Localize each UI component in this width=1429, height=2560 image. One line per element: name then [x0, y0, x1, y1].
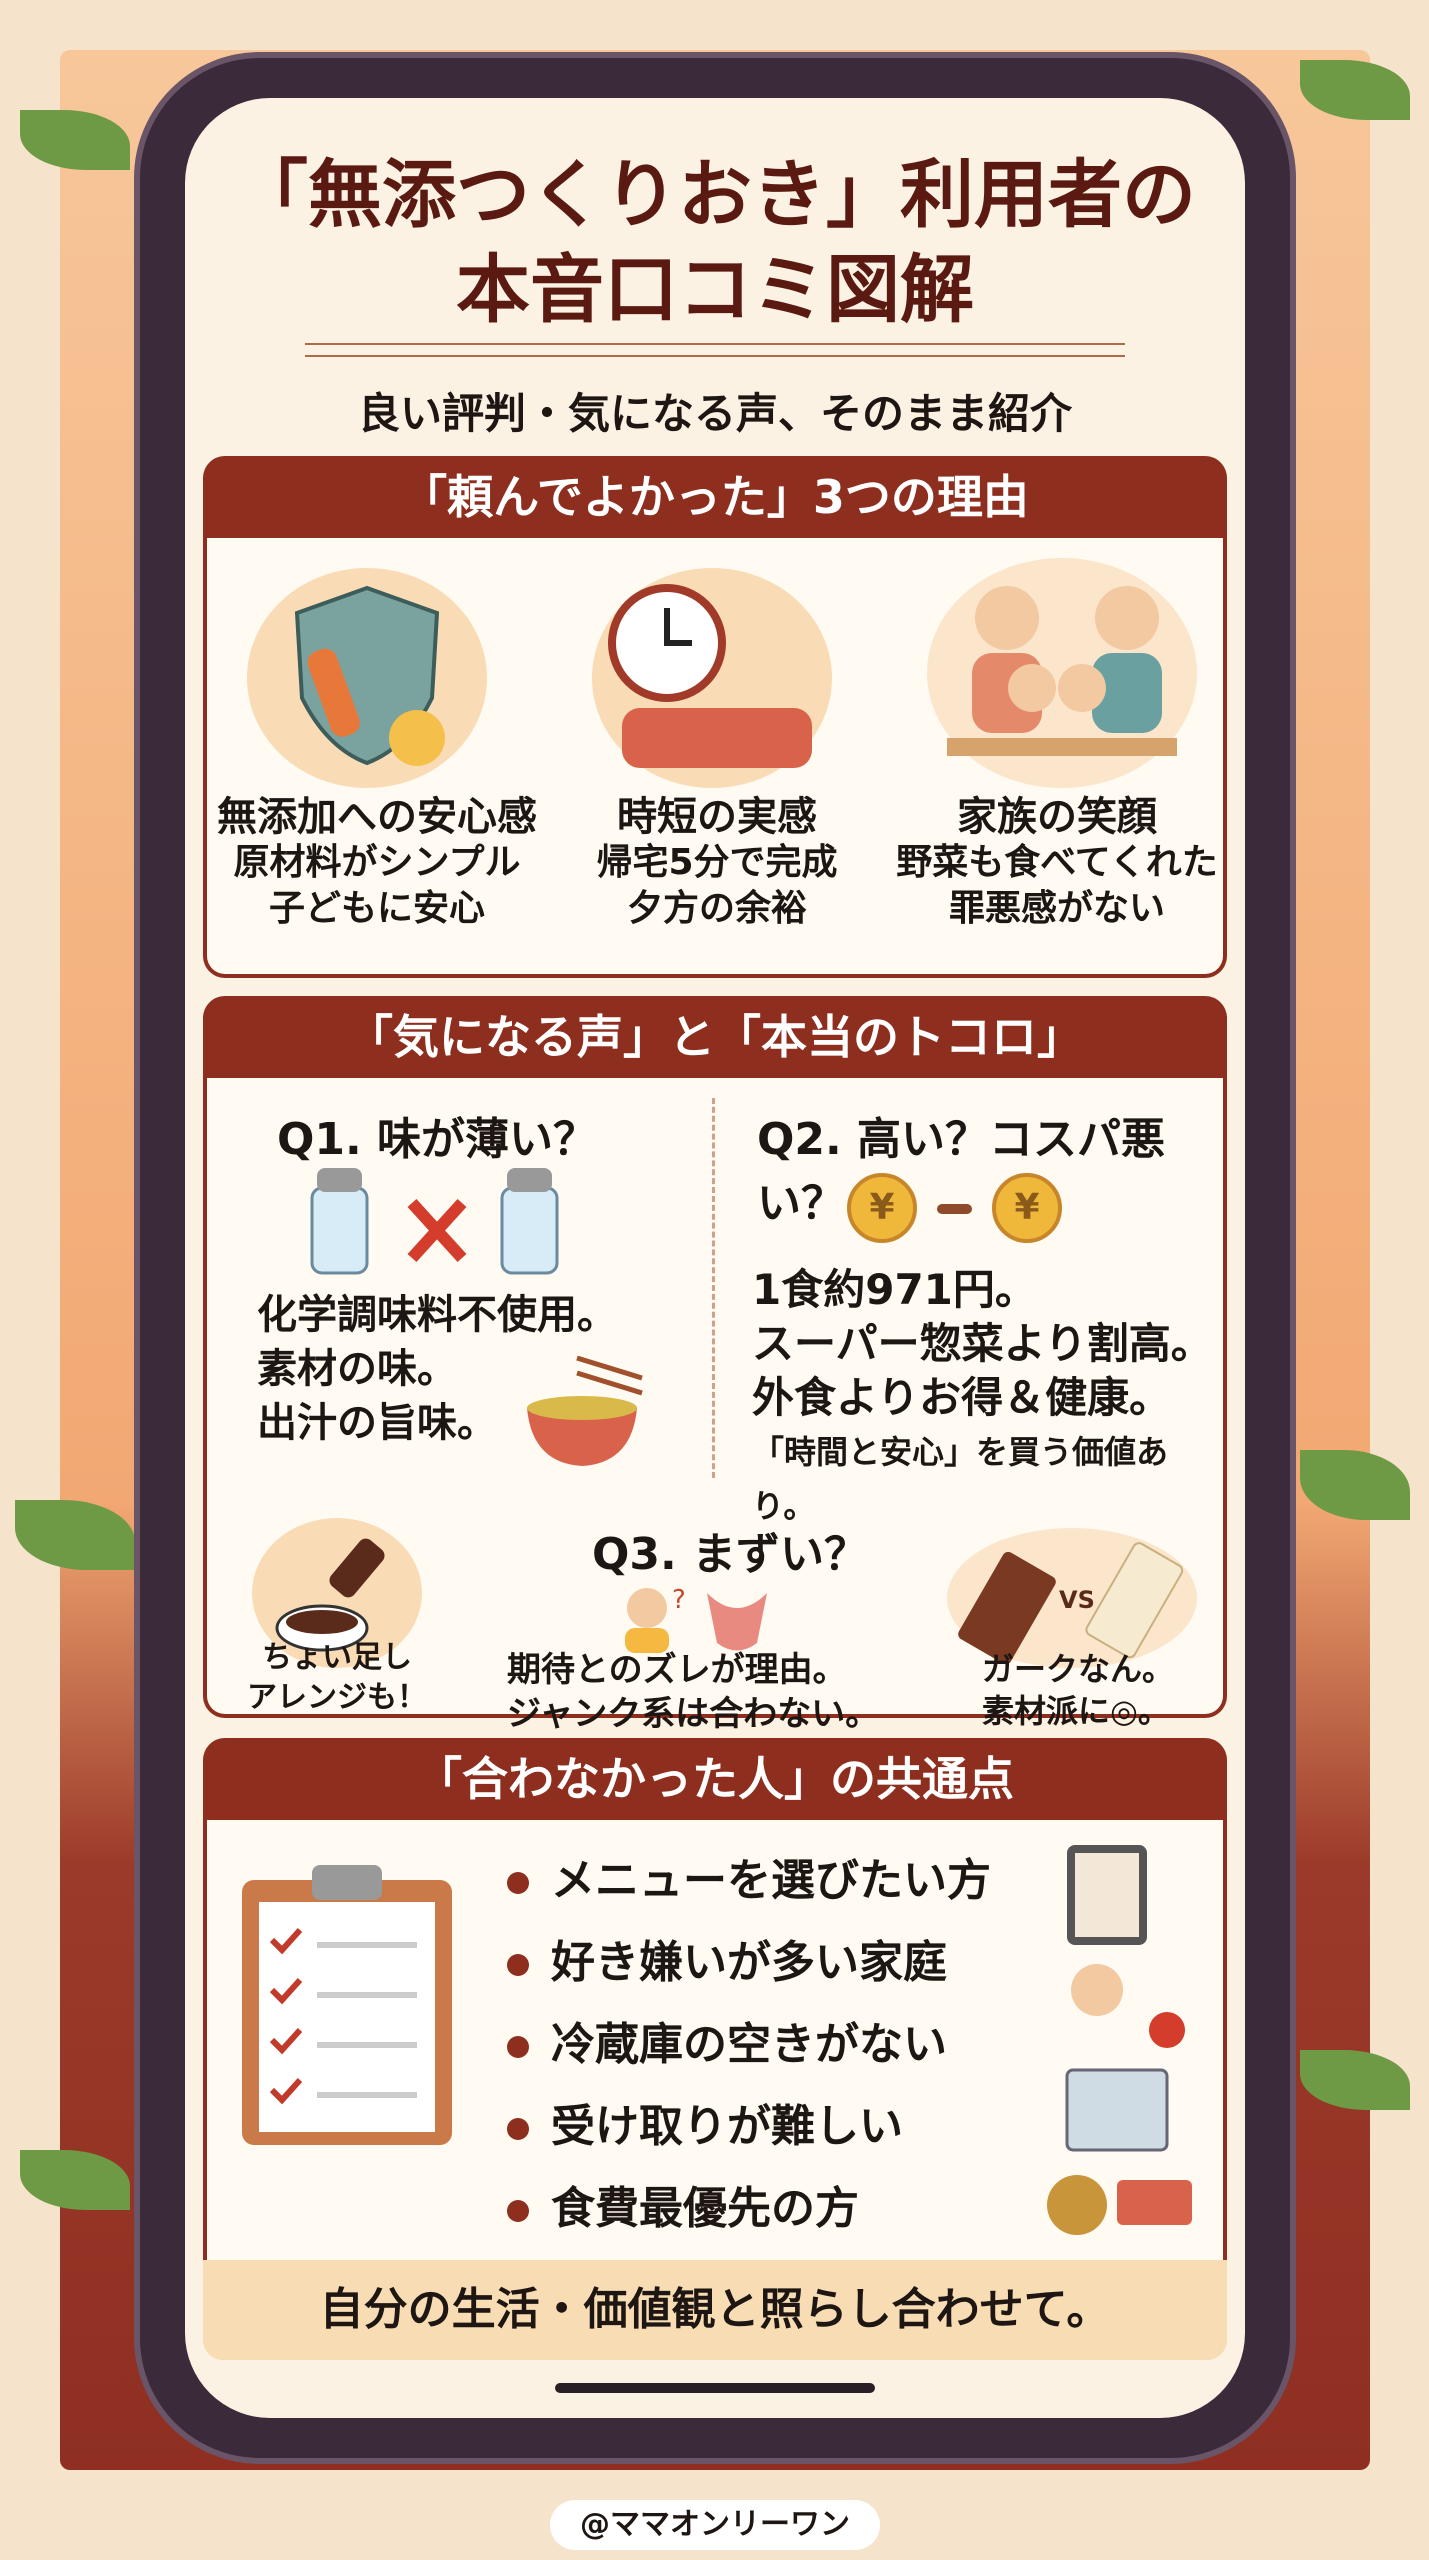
list-item: 冷蔵庫の空きがない: [507, 2004, 947, 2086]
page-title-line1: 「無添つくりおき」利用者の: [234, 152, 1196, 238]
sauce-pour-icon: [252, 1518, 422, 1668]
svg-text:?: ?: [672, 1585, 686, 1615]
q2-answer-line: 1食約971円。: [752, 1265, 1037, 1314]
shield-vegetables-icon: [247, 568, 487, 788]
yen-coin-icon: ¥: [992, 1173, 1062, 1243]
minus-icon: [937, 1204, 972, 1214]
section1-heading: 「頼んでよかった」3つの理由: [203, 456, 1227, 538]
soup-bowl-icon: [527, 1355, 643, 1466]
q2-answer-line: スーパー惣菜より割高。: [752, 1319, 1213, 1368]
flavor-comparison-icon: VS: [947, 1528, 1197, 1668]
list-item: 受け取りが難しい: [507, 2086, 903, 2168]
list-item: メニューを選びたい方: [507, 1840, 991, 1922]
list-item: 好き嫌いが多い家庭: [507, 1922, 947, 2004]
yen-coin-icon: ¥: [847, 1173, 917, 1243]
salt-shaker-cross-icon: [310, 1168, 559, 1275]
footer-banner: 自分の生活・価値観と照らし合わせて。: [203, 2260, 1227, 2360]
ornament-divider: [305, 343, 1125, 357]
tip-line: ちょい足し: [262, 1640, 412, 1675]
side-illustrations-icon: [1047, 1845, 1192, 2235]
list-item-label: 好き嫌いが多い家庭: [551, 1937, 947, 1988]
bullet-icon: [507, 2036, 529, 2058]
q2-note: 「時間と安心」を買う価値あり。: [752, 1433, 1169, 1525]
reason-line: 子どもに安心: [268, 888, 485, 929]
clock-sofa-icon: [592, 568, 832, 788]
bullet-icon: [507, 2200, 529, 2222]
list-item: 食費最優先の方: [507, 2168, 859, 2250]
reason-line: 原材料がシンプル: [233, 842, 521, 883]
q2-question: Q2. 高い？コスパ悪い？: [757, 1114, 1166, 1229]
list-item-label: 冷蔵庫の空きがない: [551, 2019, 947, 2070]
section2-body: Q1. 味が薄い？ 化学調味料不使用。 素材の味。 出汁の旨味。 Q2. 高い？…: [203, 1078, 1227, 1734]
reason-line: 野菜も食べてくれた: [896, 842, 1218, 883]
side-line: ガークなん。: [982, 1650, 1175, 1688]
q3-answer-line: 期待とのズレが理由。: [507, 1650, 847, 1690]
bullet-icon: [507, 2118, 529, 2140]
list-item-label: 受け取りが難しい: [551, 2101, 903, 2152]
checklist-clipboard-icon: [242, 1865, 452, 2145]
section2-heading: 「気になる声」と「本当のトコロ」: [203, 996, 1227, 1078]
reason-line: 帰宅5分で完成: [596, 842, 838, 883]
watermark: @ママオンリーワン: [550, 2500, 880, 2550]
reason-title: 時短の実感: [617, 794, 817, 840]
home-indicator: [555, 2383, 875, 2393]
q1-answer-line: 化学調味料不使用。: [257, 1292, 617, 1338]
reason-title: 家族の笑顔: [957, 794, 1157, 840]
section3-heading: 「合わなかった人」の共通点: [203, 1738, 1227, 1820]
list-item-label: 食費最優先の方: [551, 2183, 859, 2234]
side-line: 素材派に◎。: [982, 1692, 1170, 1730]
page-title-line2: 本音口コミ図解: [456, 247, 974, 333]
q3-answer-line: ジャンク系は合わない。: [507, 1694, 880, 1734]
reason-title: 無添加への安心感: [217, 794, 537, 840]
q1-question: Q1. 味が薄い？: [277, 1114, 598, 1165]
bullet-icon: [507, 1872, 529, 1894]
phone-screen: 「無添つくりおき」利用者の 本音口コミ図解 良い評判・気になる声、そのまま紹介 …: [185, 98, 1245, 2418]
column-divider: [712, 1098, 715, 1478]
vs-label: VS: [1059, 1586, 1095, 1614]
list-item-label: メニューを選びたい方: [551, 1855, 991, 1906]
reason-line: 罪悪感がない: [948, 888, 1165, 929]
q1-answer-line: 素材の味。: [257, 1346, 457, 1392]
subtitle: 良い評判・気になる声、そのまま紹介: [357, 389, 1072, 438]
family-meal-icon: [927, 558, 1197, 788]
reason-line: 夕方の余裕: [626, 888, 807, 929]
section1-body: 無添加への安心感 原材料がシンプル 子どもに安心 時短の実感 帰宅5分で完成 夕…: [203, 538, 1227, 978]
bullet-icon: [507, 1954, 529, 1976]
q3-question: Q3. まずい？: [592, 1529, 869, 1580]
tip-line: アレンジも！: [247, 1680, 427, 1715]
q1-answer-line: 出汁の旨味。: [257, 1400, 497, 1446]
confused-face-tongue-icon: ?: [625, 1585, 767, 1653]
q2-answer-line: 外食よりお得＆健康。: [752, 1373, 1172, 1422]
